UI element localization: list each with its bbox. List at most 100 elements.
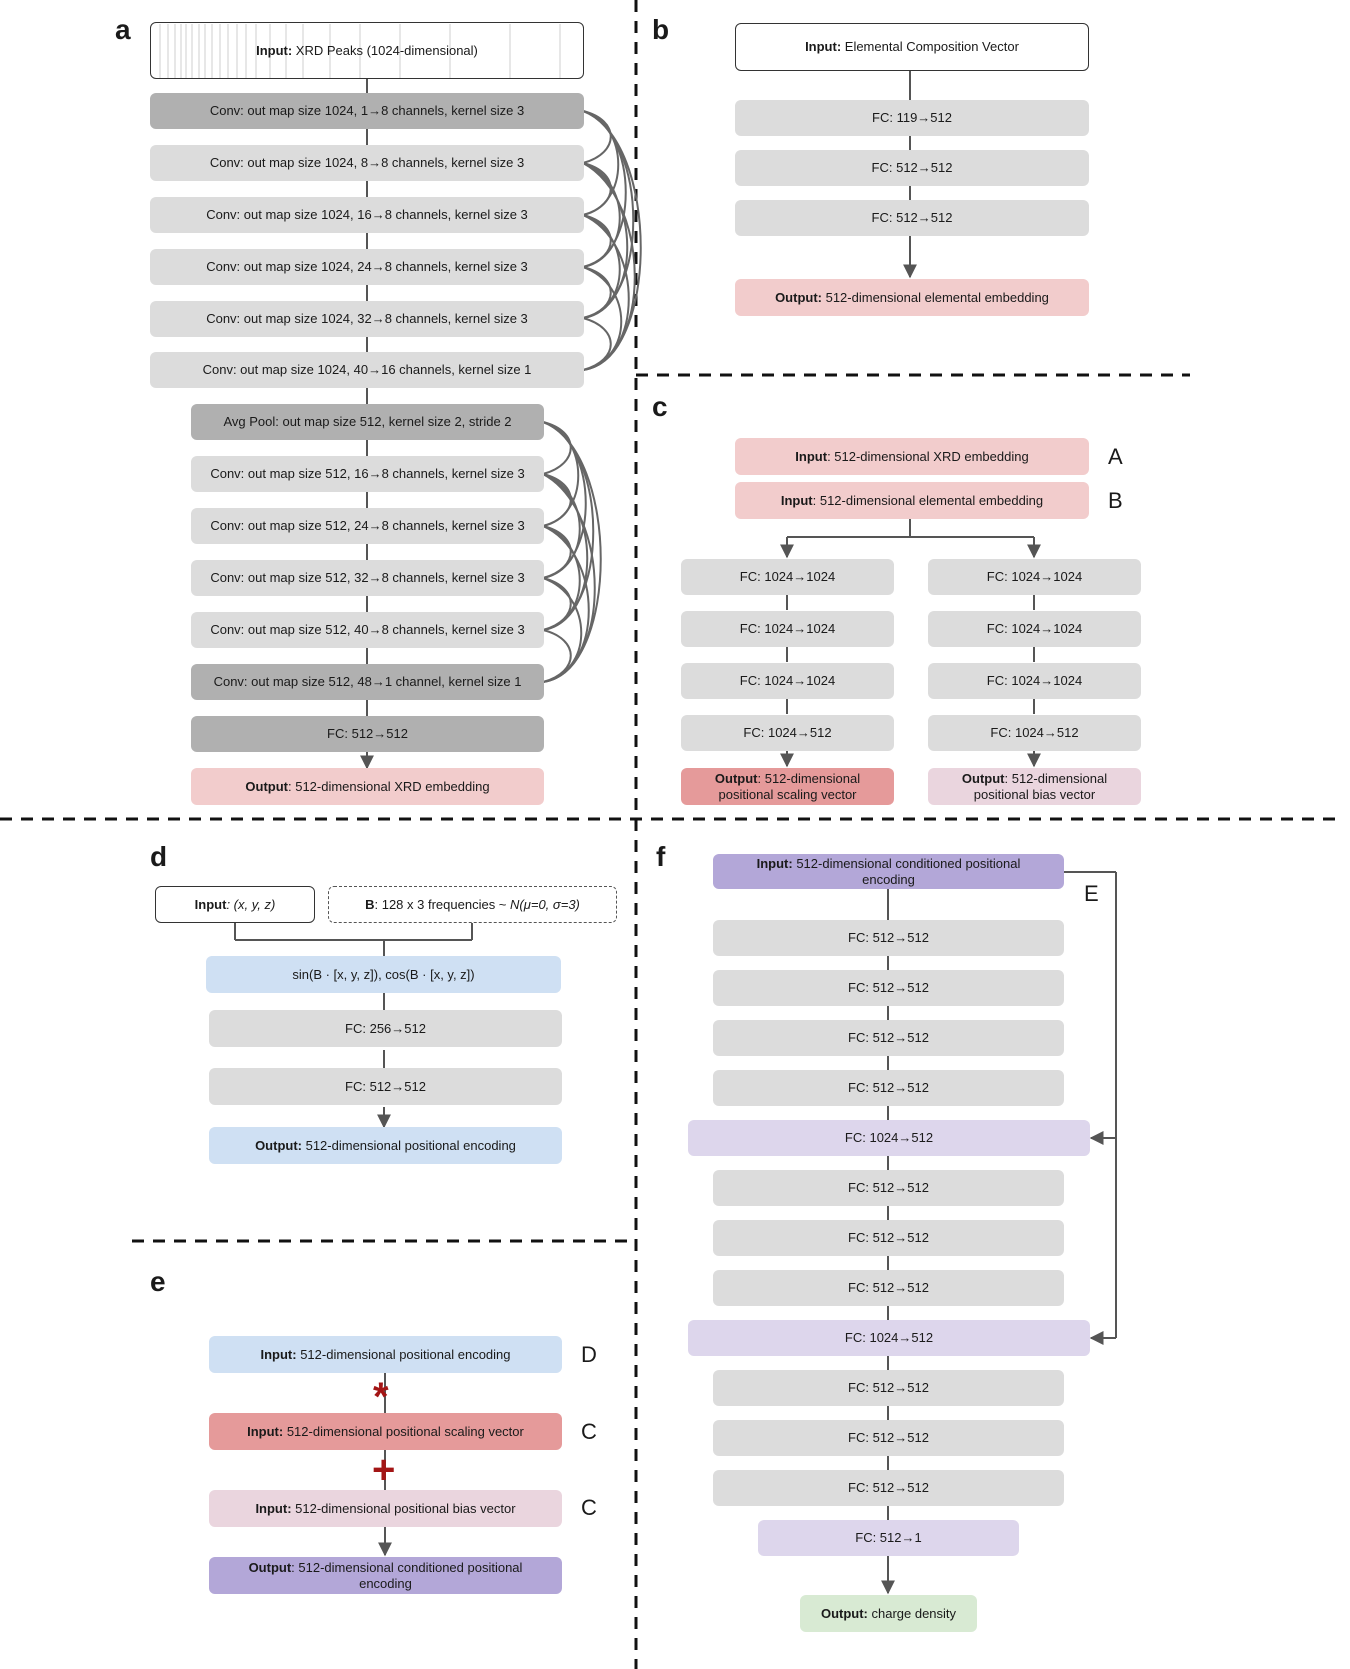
scaling-fc-2-label: FC: 1024→1024 <box>739 621 836 636</box>
density-fc-10-label: FC: 512→512 <box>848 1480 929 1495</box>
panel-label-e: e <box>150 1266 166 1297</box>
coordinate-input-label: Input <box>194 896 227 912</box>
conv-layer-5: Conv: out map size 1024, 32→8 channels, … <box>150 301 584 337</box>
density-fc-final: FC: 512→1 <box>758 1520 1019 1556</box>
xrd-peaks-texture <box>159 24 561 78</box>
encoding-fc-2: FC: 512→512 <box>209 1068 562 1105</box>
skip-fc-2-label: FC: 1024→512 <box>844 1330 934 1345</box>
dense-skip-arcs-block1 <box>582 110 642 371</box>
conv-layer-2: Conv: out map size 1024, 8→8 channels, k… <box>150 145 584 181</box>
elemental-output-box: Output: 512-dimensional elemental embedd… <box>735 279 1089 316</box>
conditioned-encoding-output-text-1: : 512-dimensional conditioned positional <box>291 1559 523 1575</box>
elemental-embedding-input: Input: 512-dimensional elemental embeddi… <box>735 482 1089 519</box>
panel-d-connectors <box>234 923 473 1129</box>
elemental-fc-1: FC: 119→512 <box>735 100 1089 136</box>
conv-layer-10-label: Conv: out map size 512, 40→8 channels, k… <box>210 622 525 637</box>
density-fc-5-label: FC: 512→512 <box>848 1180 929 1195</box>
conv-layer-11: Conv: out map size 512, 48→1 channel, ke… <box>191 664 544 700</box>
xrd-embedding-input: Input: 512-dimensional XRD embedding <box>735 438 1089 475</box>
elemental-output-label: Output: <box>775 289 822 305</box>
panel-label-f: f <box>656 841 666 872</box>
conv-layer-3-label: Conv: out map size 1024, 16→8 channels, … <box>206 207 528 222</box>
scaling-vector-output-text-2: positional scaling vector <box>718 786 857 802</box>
add-operator-icon: + <box>372 1448 396 1492</box>
density-fc-8: FC: 512→512 <box>713 1370 1064 1406</box>
density-fc-7-label: FC: 512→512 <box>848 1280 929 1295</box>
conv-layer-7: Conv: out map size 512, 16→8 channels, k… <box>191 456 544 492</box>
panel-label-b: b <box>652 14 670 45</box>
bias-fc-4-label: FC: 1024→512 <box>990 725 1079 740</box>
ref-label-c-bias: C <box>581 1495 597 1520</box>
panel-label-a: a <box>115 14 131 45</box>
ref-label-e: E <box>1084 881 1099 906</box>
bias-fc-4: FC: 1024→512 <box>928 715 1141 751</box>
elemental-fc-3-label: FC: 512→512 <box>871 210 953 225</box>
panel-c-connectors <box>780 519 1041 768</box>
coordinate-input-box: Input: (x, y, z) <box>155 886 315 923</box>
xrd-fc-label: FC: 512→512 <box>327 726 408 741</box>
composition-input-box: Input: Elemental Composition Vector <box>735 23 1089 71</box>
ref-label-b: B <box>1108 488 1123 513</box>
fourier-features-box: sin(B · [x, y, z]), cos(B · [x, y, z]) <box>206 956 561 993</box>
skip-fc-1-label: FC: 1024→512 <box>844 1130 934 1145</box>
conv-layer-2-label: Conv: out map size 1024, 8→8 channels, k… <box>209 155 525 170</box>
density-fc-6-label: FC: 512→512 <box>848 1230 929 1245</box>
density-fc-1-label: FC: 512→512 <box>848 930 929 945</box>
conv-layer-3: Conv: out map size 1024, 16→8 channels, … <box>150 197 584 233</box>
density-fc-4-label: FC: 512→512 <box>848 1080 929 1095</box>
xrd-input-text: XRD Peaks (1024-dimensional) <box>292 42 478 58</box>
charge-density-output-text: charge density <box>867 1605 957 1621</box>
bias-input-label: Input: <box>255 1500 292 1516</box>
avg-pool-layer: Avg Pool: out map size 512, kernel size … <box>191 404 544 440</box>
encoding-fc-1: FC: 256→512 <box>209 1010 562 1047</box>
bias-fc-1-label: FC: 1024→1024 <box>986 569 1083 584</box>
bias-input-box: Input: 512-dimensional positional bias v… <box>209 1490 562 1527</box>
coordinate-input-text: : (x, y, z) <box>226 896 276 912</box>
conditioned-encoding-input-text-2: encoding <box>862 871 915 887</box>
conv-layer-1-label: Conv: out map size 1024, 1→8 channels, k… <box>209 103 525 118</box>
multiply-operator-icon: * <box>373 1375 389 1419</box>
scaling-fc-1-label: FC: 1024→1024 <box>739 569 836 584</box>
panel-label-d: d <box>150 841 168 872</box>
ref-label-c-scaling: C <box>581 1419 597 1444</box>
elemental-embedding-input-label: Input <box>780 492 813 508</box>
xrd-output-label: Output <box>245 778 288 794</box>
elemental-output-text: 512-dimensional elemental embedding <box>821 289 1049 305</box>
bias-fc-2: FC: 1024→1024 <box>928 611 1141 647</box>
composition-input-label: Input: <box>805 39 842 54</box>
xrd-embedding-input-text: : 512-dimensional XRD embedding <box>827 448 1029 464</box>
scaling-vector-output-text-1: : 512-dimensional <box>757 770 861 786</box>
scaling-fc-1: FC: 1024→1024 <box>681 559 894 595</box>
bias-fc-2-label: FC: 1024→1024 <box>986 621 1083 636</box>
density-fc-2: FC: 512→512 <box>713 970 1064 1006</box>
conv-layer-9-label: Conv: out map size 512, 32→8 channels, k… <box>210 570 525 585</box>
encoding-input-text: 512-dimensional positional encoding <box>296 1346 511 1362</box>
density-fc-8-label: FC: 512→512 <box>848 1380 929 1395</box>
bias-vector-output-text-2: positional bias vector <box>973 786 1096 802</box>
frequency-matrix-text: : 128 x 3 frequencies ~ <box>374 896 511 912</box>
elemental-fc-2-label: FC: 512→512 <box>871 160 953 175</box>
density-fc-3: FC: 512→512 <box>713 1020 1064 1056</box>
conv-layer-7-label: Conv: out map size 512, 16→8 channels, k… <box>210 466 525 481</box>
encoding-input-label: Input: <box>260 1346 297 1362</box>
encoding-input-box: Input: 512-dimensional positional encodi… <box>209 1336 562 1373</box>
conv-layer-11-label: Conv: out map size 512, 48→1 channel, ke… <box>213 674 522 689</box>
conv-layer-9: Conv: out map size 512, 32→8 channels, k… <box>191 560 544 596</box>
conv-layer-8: Conv: out map size 512, 24→8 channels, k… <box>191 508 544 544</box>
ref-label-a: A <box>1108 444 1123 469</box>
scaling-fc-3: FC: 1024→1024 <box>681 663 894 699</box>
xrd-input-label: Input: <box>256 42 293 58</box>
conditioned-encoding-input-text-1: 512-dimensional conditioned positional <box>792 855 1021 871</box>
elemental-fc-2: FC: 512→512 <box>735 150 1089 186</box>
conv-layer-8-label: Conv: out map size 512, 24→8 channels, k… <box>210 518 525 533</box>
scaling-input-box: Input: 512-dimensional positional scalin… <box>209 1413 562 1450</box>
panel-label-c: c <box>652 391 668 422</box>
density-fc-4: FC: 512→512 <box>713 1070 1064 1106</box>
density-fc-9: FC: 512→512 <box>713 1420 1064 1456</box>
charge-density-output: Output: charge density <box>800 1595 977 1632</box>
density-fc-final-label: FC: 512→1 <box>855 1530 922 1545</box>
xrd-output-box: Output: 512-dimensional XRD embedding <box>191 768 544 805</box>
conditioned-encoding-output: Output: 512-dimensional conditioned posi… <box>209 1557 562 1594</box>
